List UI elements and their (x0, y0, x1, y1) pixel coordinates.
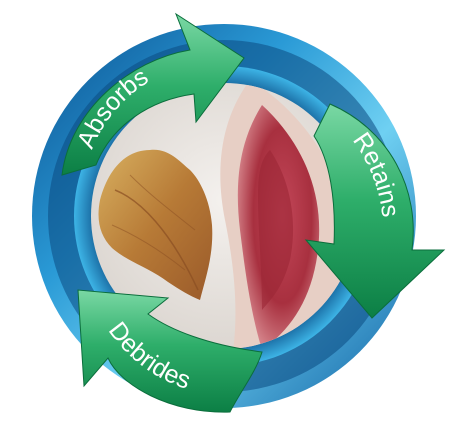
wound-care-cycle-diagram: Absorbs Retains Debrides (0, 0, 449, 430)
cycle-diagram-svg: Absorbs Retains Debrides (0, 0, 449, 430)
